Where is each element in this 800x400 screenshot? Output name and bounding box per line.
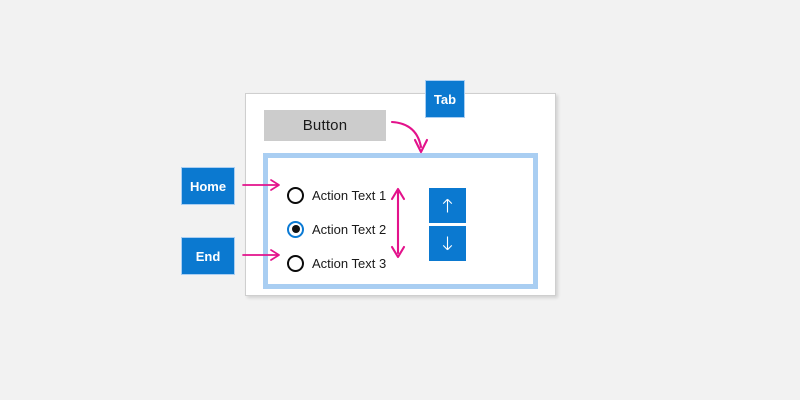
key-badge-home-label: Home xyxy=(189,178,227,194)
radio-option-2-label: Action Text 2 xyxy=(312,221,387,237)
dialog-window: Button Action Text 1 Action Text 2 Actio… xyxy=(245,93,556,296)
push-button[interactable]: Button xyxy=(264,110,386,141)
radio-option-3[interactable]: Action Text 3 xyxy=(287,246,417,280)
arrow-down-icon xyxy=(440,235,455,252)
radio-unselected-icon[interactable] xyxy=(287,186,304,204)
key-badge-end: End xyxy=(181,237,235,275)
key-badge-tab-label: Tab xyxy=(433,91,457,107)
radio-option-1-label: Action Text 1 xyxy=(312,187,387,203)
arrow-up-icon xyxy=(440,197,455,214)
key-badge-end-label: End xyxy=(195,248,221,264)
radio-option-1[interactable]: Action Text 1 xyxy=(287,178,417,212)
move-down-button[interactable] xyxy=(429,226,466,261)
radio-selected-icon[interactable] xyxy=(287,220,304,238)
spinner-buttons xyxy=(429,188,466,261)
key-badge-home: Home xyxy=(181,167,235,205)
push-button-label: Button xyxy=(302,117,348,134)
key-badge-tab: Tab xyxy=(425,80,465,118)
focus-frame: Action Text 1 Action Text 2 Action Text … xyxy=(263,153,538,289)
radio-option-2[interactable]: Action Text 2 xyxy=(287,212,417,246)
radio-option-3-label: Action Text 3 xyxy=(312,255,387,271)
move-up-button[interactable] xyxy=(429,188,466,223)
radio-unselected-icon[interactable] xyxy=(287,254,304,272)
radio-group[interactable]: Action Text 1 Action Text 2 Action Text … xyxy=(287,178,417,280)
